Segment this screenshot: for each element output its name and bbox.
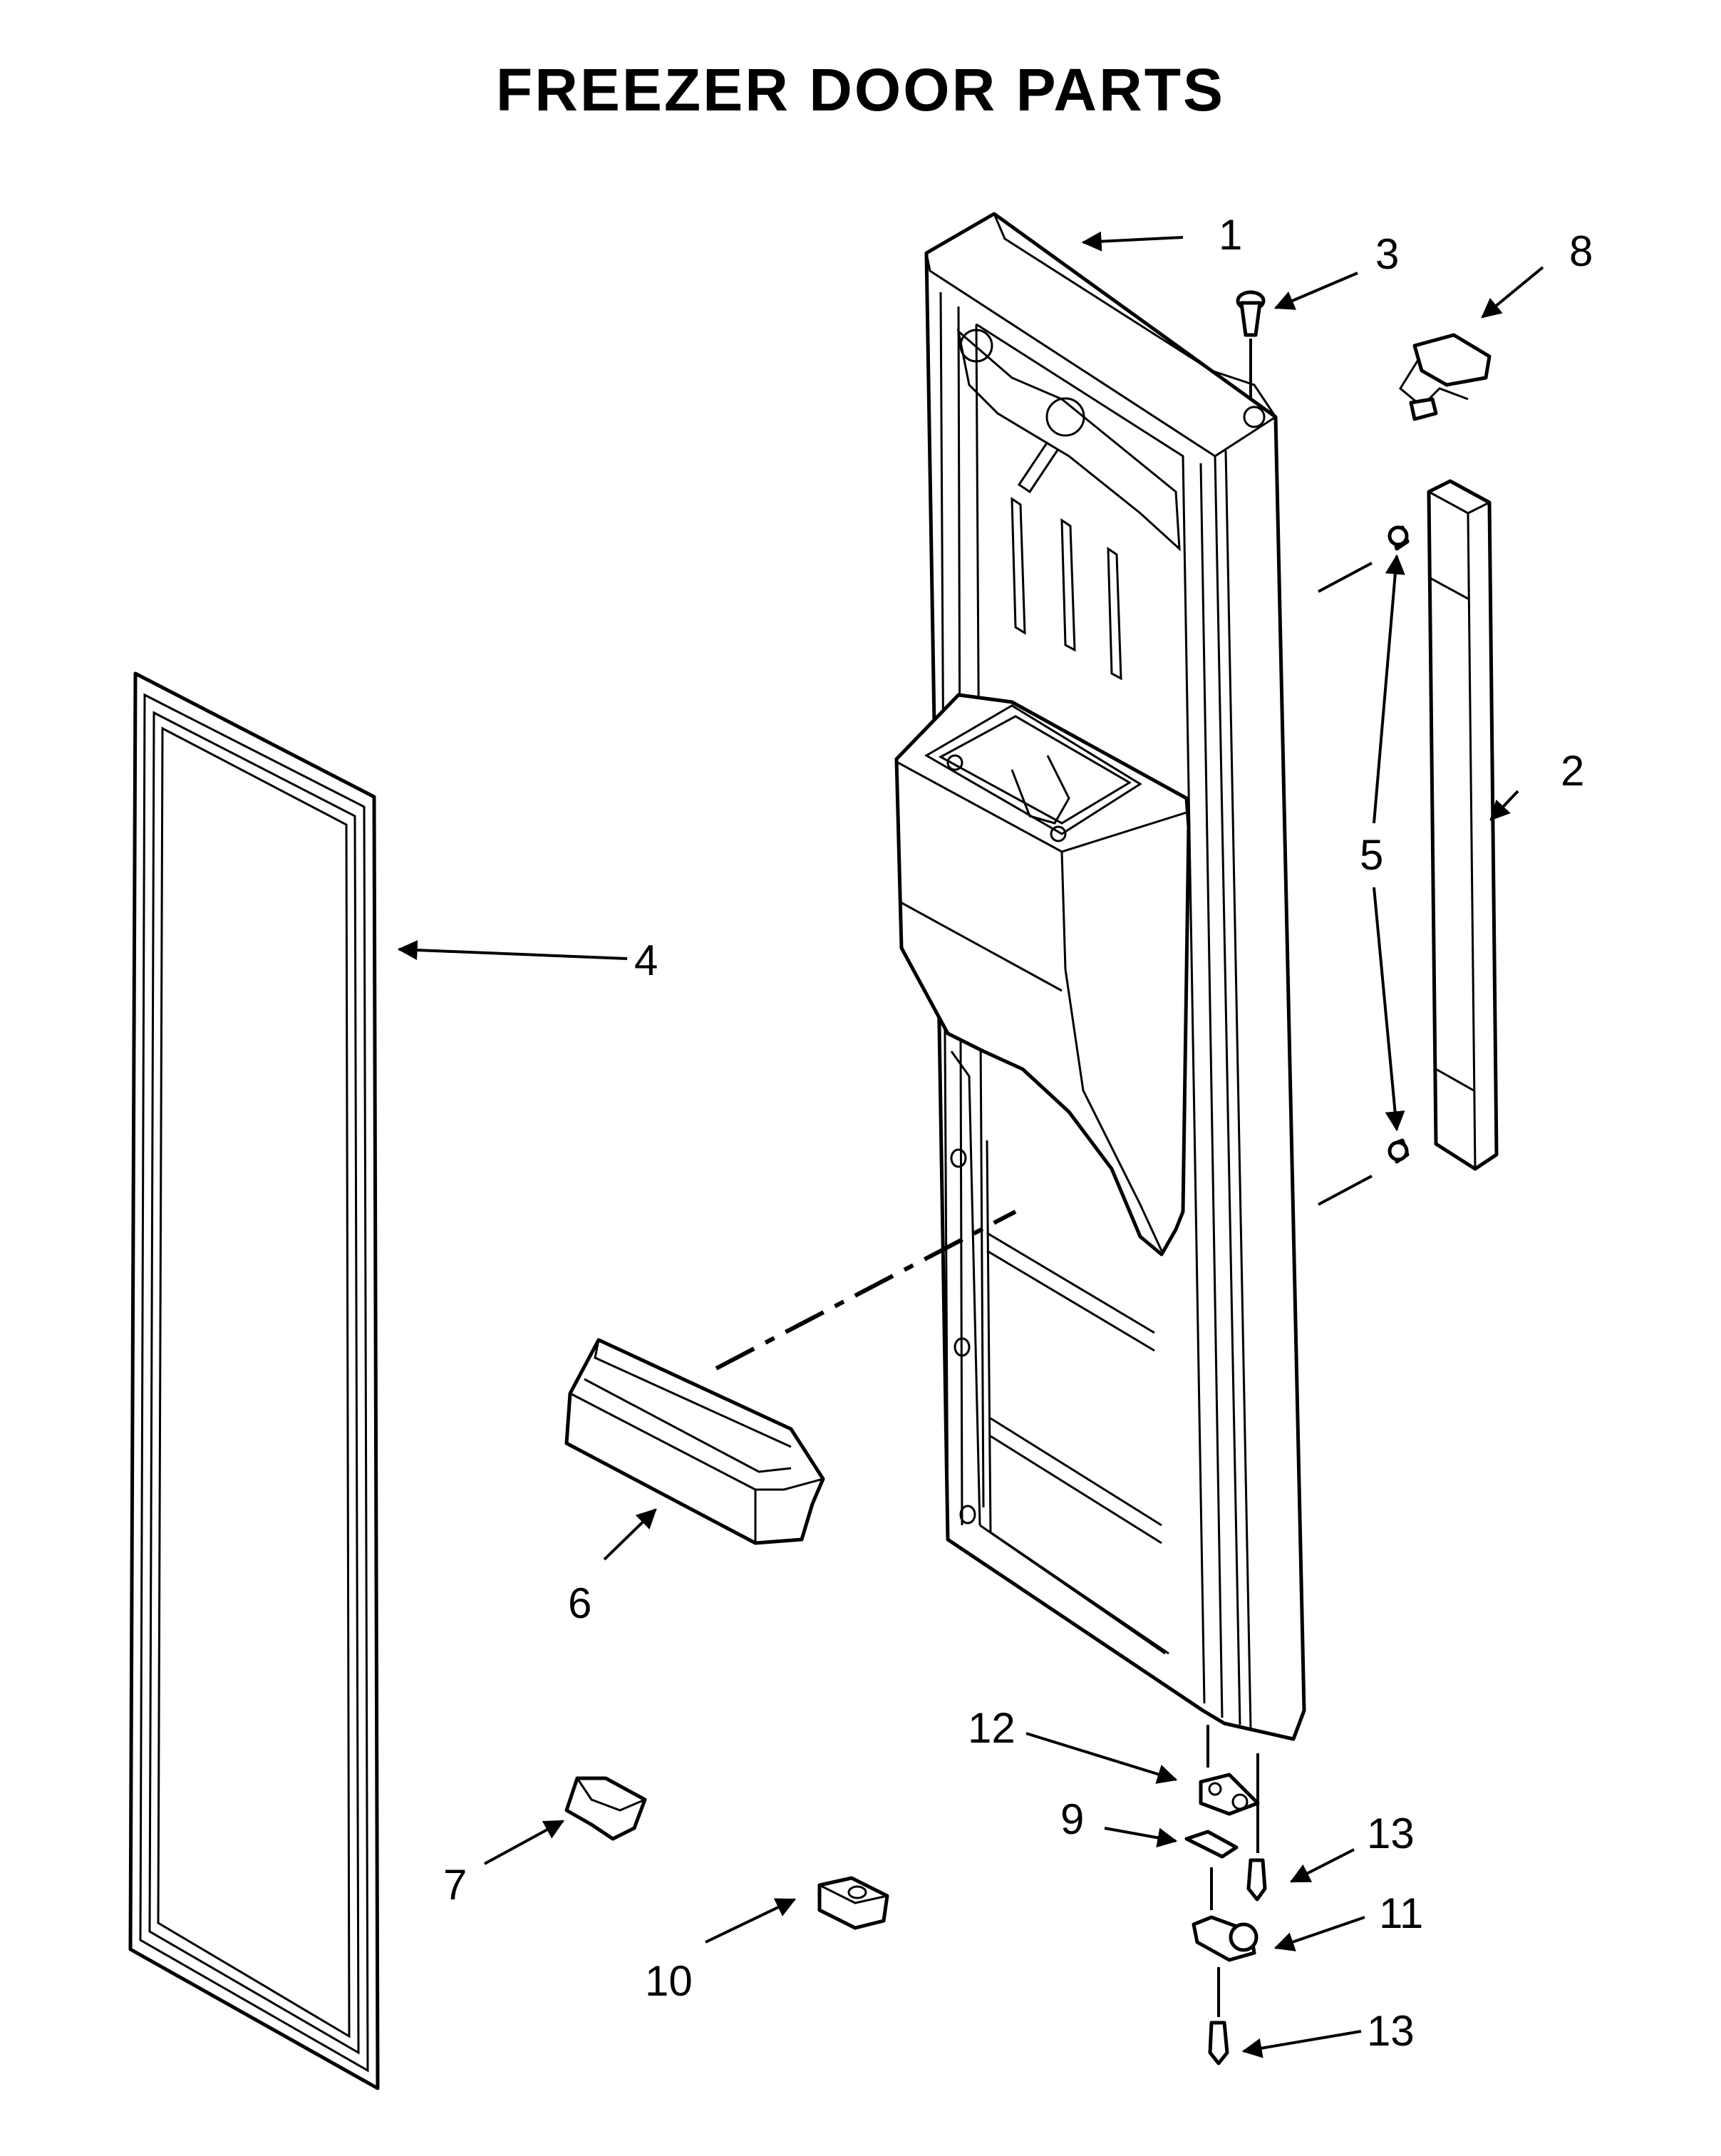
leader-arrow-9 [1104, 1827, 1178, 1848]
leader-arrow-13-lower [1241, 2030, 1362, 2058]
bin-alignment-line [715, 1209, 1017, 1371]
hinge-screw-upper [1246, 1858, 1267, 1902]
freezer-door-part [894, 212, 1306, 1741]
door-block-part [817, 1876, 889, 1930]
door-bin-part [564, 1338, 825, 1545]
leader-arrow-12 [1025, 1732, 1178, 1784]
leader-arrow-13-upper [1289, 1848, 1355, 1883]
callout-9: 9 [1060, 1795, 1084, 1843]
callout-7: 7 [443, 1861, 467, 1909]
door-gasket-part [128, 671, 380, 2090]
callout-11: 11 [1379, 1889, 1423, 1937]
callout-2: 2 [1561, 747, 1584, 795]
leader-arrow-1 [1081, 231, 1184, 252]
callout-4: 4 [634, 937, 658, 984]
leader-arrow-3 [1273, 272, 1358, 310]
door-handle-part [1427, 479, 1499, 1171]
leader-arrow-5-bottom [1373, 887, 1405, 1132]
leader-arrow-7 [484, 1820, 565, 1865]
callout-1: 1 [1219, 211, 1242, 259]
leader-arrow-2 [1489, 790, 1519, 821]
callout-13-upper: 13 [1367, 1810, 1415, 1857]
hinge-screw-lower [1208, 2021, 1229, 2065]
hinge-bushing-part [1199, 1773, 1260, 1816]
leader-arrow-10 [705, 1898, 797, 1944]
leader-arrow-6 [603, 1508, 657, 1561]
callout-12: 12 [968, 1704, 1015, 1752]
callout-3: 3 [1375, 230, 1399, 278]
callout-13-lower: 13 [1367, 2007, 1415, 2055]
leader-arrow-4 [397, 940, 628, 961]
callout-5: 5 [1360, 831, 1383, 879]
callout-10: 10 [645, 1957, 693, 2005]
leader-arrow-8 [1481, 266, 1544, 319]
leader-arrow-11 [1273, 1916, 1365, 1951]
callout-6: 6 [568, 1579, 591, 1627]
handle-stud-top [1318, 525, 1410, 593]
door-plug-part [1236, 290, 1266, 399]
wire-harness-part [1399, 333, 1492, 421]
leader-arrow-5-top [1373, 554, 1405, 824]
hinge-bracket-part [1192, 1915, 1259, 1962]
handle-stud-bottom [1318, 1138, 1410, 1206]
page-title: FREEZER DOOR PARTS [495, 56, 1226, 123]
callout-8: 8 [1569, 227, 1593, 275]
door-clip-part [564, 1776, 647, 1841]
hinge-spacer-part [1184, 1830, 1239, 1859]
